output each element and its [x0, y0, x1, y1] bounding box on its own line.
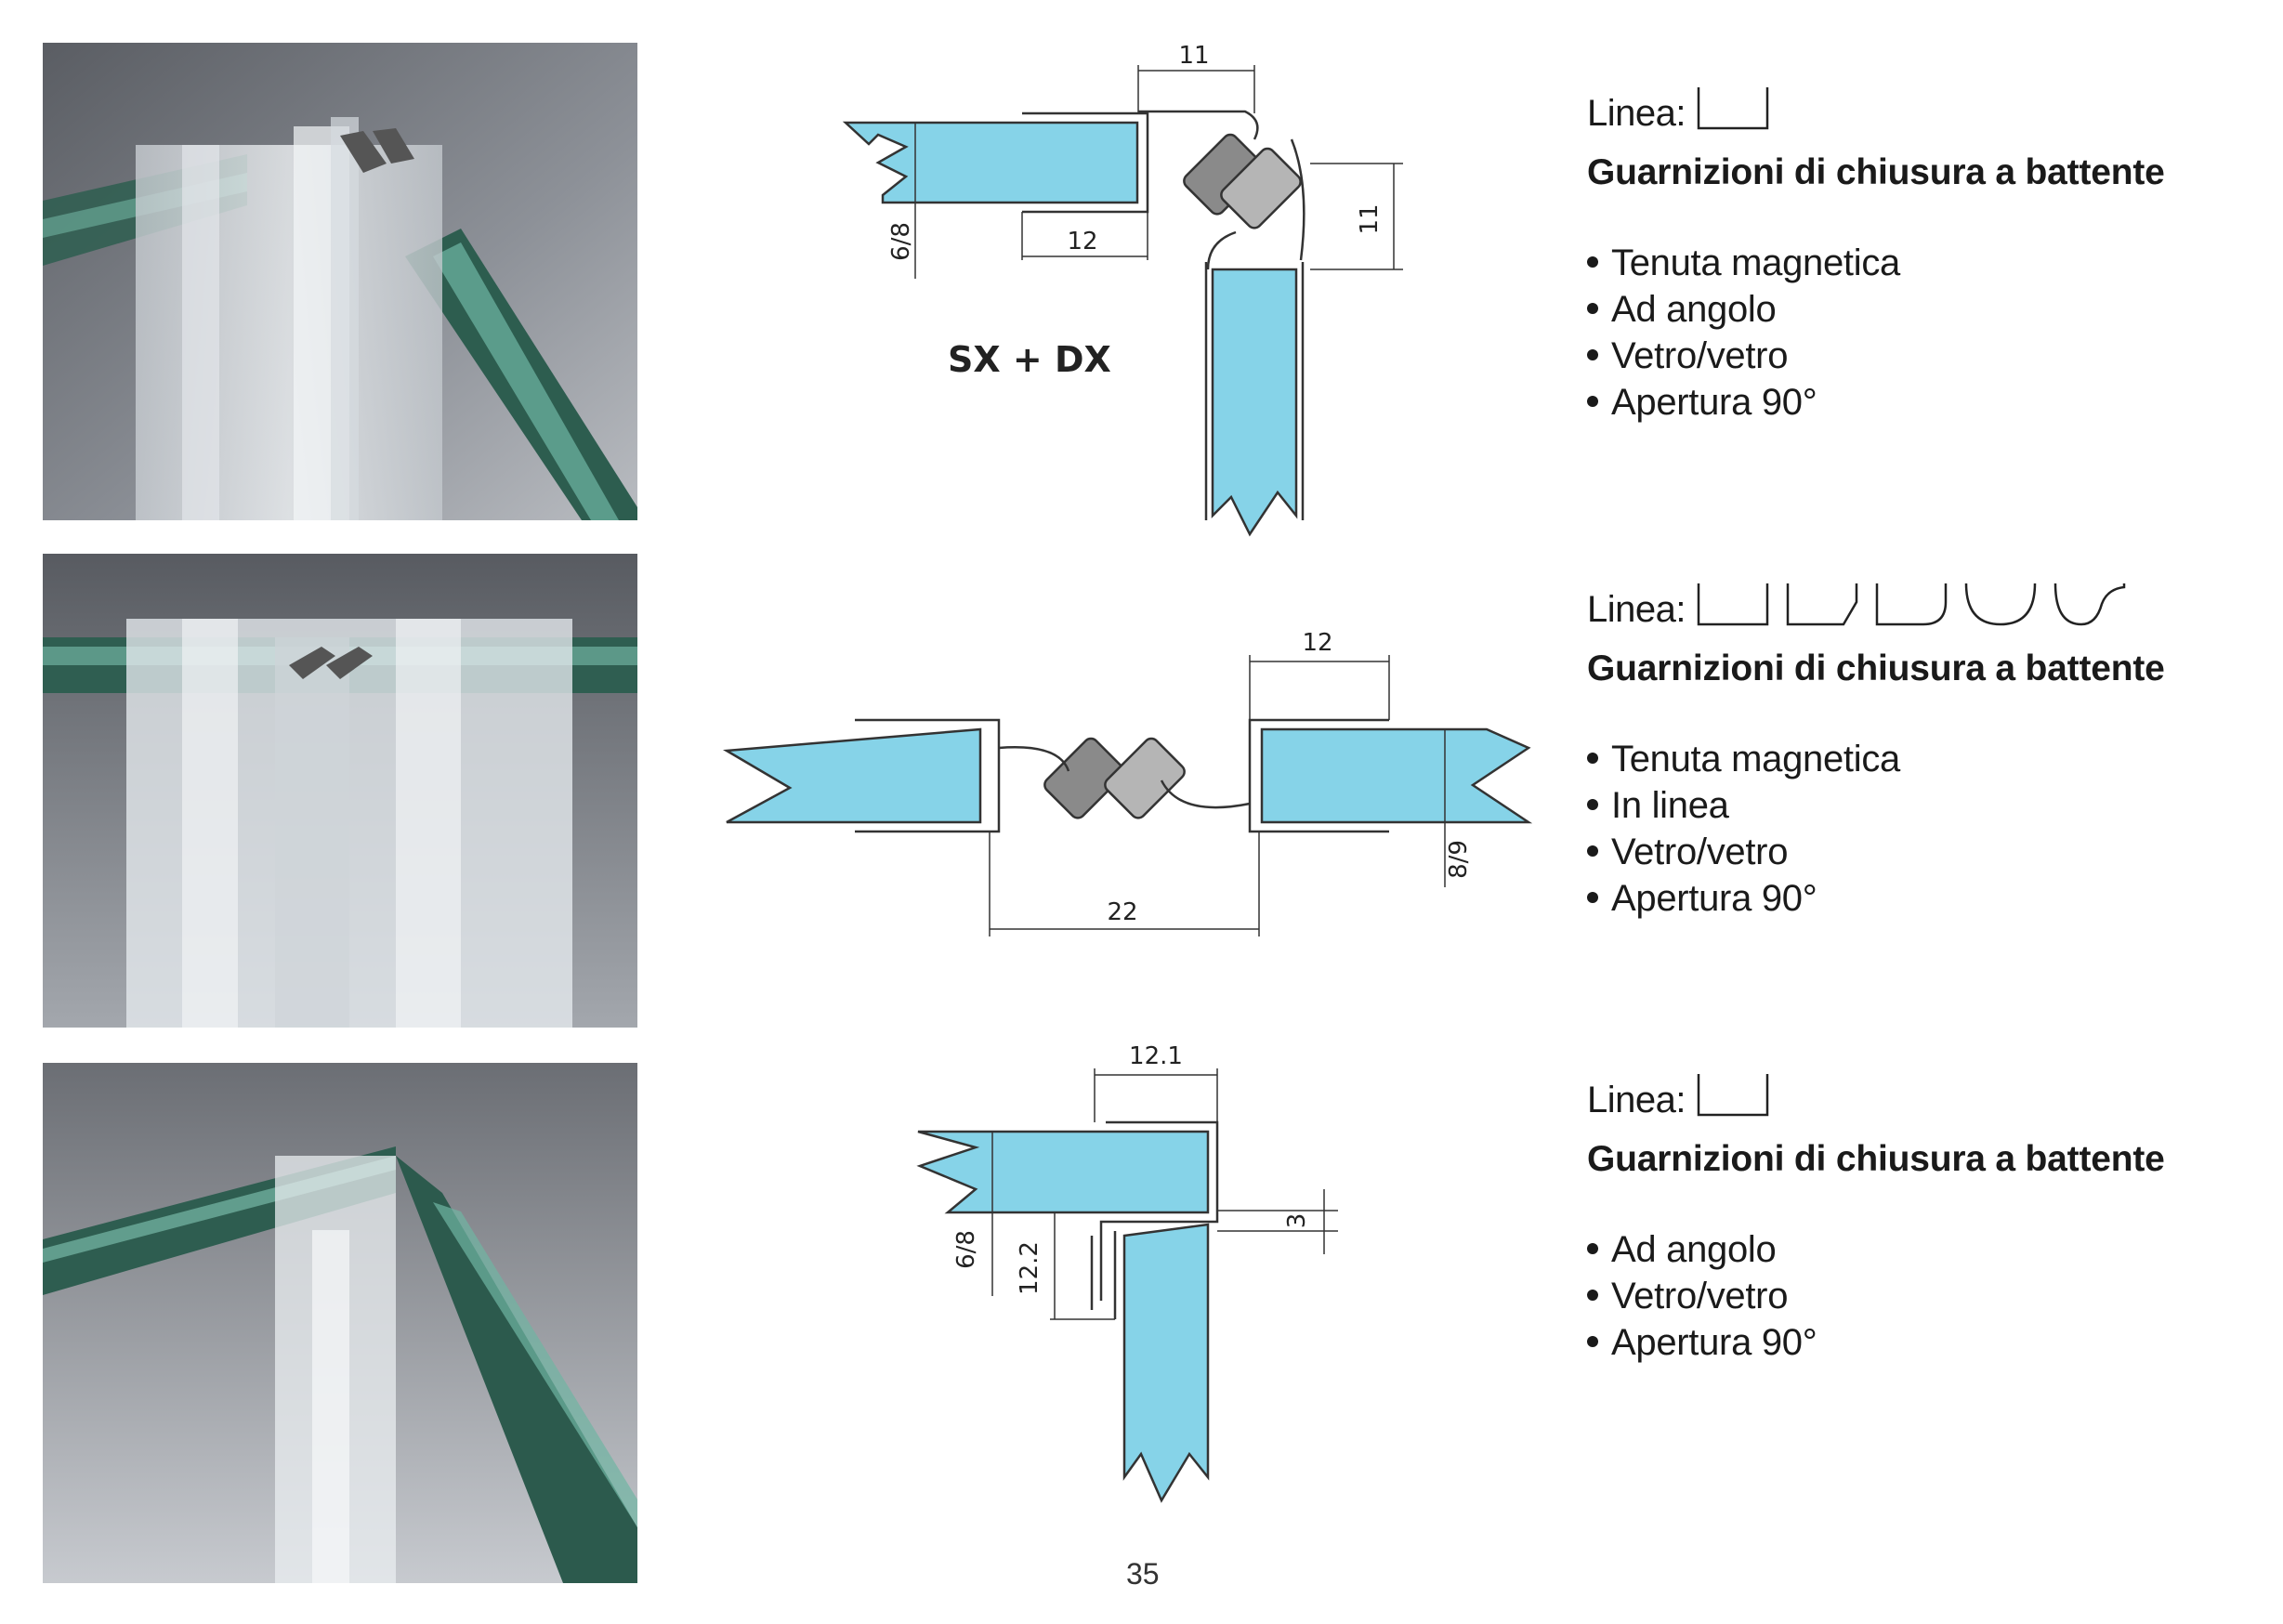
- edge-bevel-icon: [1786, 583, 1858, 626]
- dim-d1-left: 6/8: [887, 222, 915, 261]
- dim-d1-top: 11: [1178, 42, 1209, 70]
- feature-item: Vetro/vetro: [1587, 829, 2256, 875]
- feature-item: In linea: [1587, 782, 2256, 829]
- edge-profile-icons: [1697, 582, 2126, 626]
- product-photo-2: [43, 554, 637, 1028]
- feature-item: Ad angolo: [1587, 286, 2256, 333]
- linea-label: Linea:: [1587, 1080, 1686, 1120]
- dim-d3-inner: 12.2: [1016, 1241, 1043, 1295]
- edge-half-round-icon: [1964, 583, 2037, 626]
- product-photo-1: [43, 43, 637, 520]
- info-block-2: Linea: Guarnizioni di chiusura a battent…: [1587, 582, 2256, 922]
- linea-label: Linea:: [1587, 589, 1686, 630]
- bullet-icon: [1587, 892, 1598, 904]
- feature-item: Vetro/vetro: [1587, 333, 2256, 379]
- feature-item: Tenuta magnetica: [1587, 240, 2256, 286]
- drawing-inline-magnetic: [722, 655, 1533, 936]
- bullet-icon: [1587, 1243, 1598, 1255]
- section-title: Guarnizioni di chiusura a battente: [1587, 648, 2165, 688]
- bullet-icon: [1587, 1336, 1598, 1348]
- bullet-icon: [1587, 396, 1598, 408]
- dim-d2-right: 8/9: [1445, 840, 1473, 879]
- feature-item: Apertura 90°: [1587, 1319, 2256, 1366]
- feature-item: Apertura 90°: [1587, 379, 2256, 426]
- dim-d3-top: 12.1: [1129, 1042, 1183, 1070]
- edge-rounded-corner-icon: [1875, 583, 1948, 626]
- bullet-icon: [1587, 845, 1598, 858]
- bullet-icon: [1587, 799, 1598, 811]
- section-title: Guarnizioni di chiusura a battente: [1587, 152, 2165, 192]
- feature-item: Apertura 90°: [1587, 875, 2256, 922]
- bullet-icon: [1587, 1290, 1598, 1302]
- edge-ogee-icon: [2053, 583, 2126, 626]
- bullet-icon: [1587, 753, 1598, 765]
- edge-profile-icons: [1697, 85, 1769, 130]
- feature-list: Ad angolo Vetro/vetro Apertura 90°: [1587, 1226, 2256, 1366]
- linea-row: Linea:: [1587, 85, 2256, 145]
- section-title: Guarnizioni di chiusura a battente: [1587, 1139, 2165, 1179]
- bullet-icon: [1587, 349, 1598, 361]
- linea-row: Linea:: [1587, 1072, 2256, 1132]
- dim-d2-bottom: 22: [1107, 898, 1137, 926]
- dim-d2-top: 12: [1302, 629, 1332, 657]
- edge-flat-icon: [1697, 1074, 1769, 1117]
- info-block-1: Linea: Guarnizioni di chiusura a battent…: [1587, 85, 2256, 426]
- drawing-corner-magnetic: [842, 65, 1403, 537]
- bullet-icon: [1587, 303, 1598, 315]
- dim-d1-right: 11: [1356, 203, 1384, 234]
- dim-d1-bottom: 12: [1067, 228, 1097, 255]
- edge-flat-icon: [1697, 583, 1769, 626]
- linea-label: Linea:: [1587, 93, 1686, 134]
- edge-flat-icon: [1697, 87, 1769, 130]
- caption-sx-dx: SX + DX: [948, 339, 1111, 380]
- feature-item: Tenuta magnetica: [1587, 736, 2256, 782]
- bullet-icon: [1587, 256, 1598, 268]
- dim-d3-left: 6/8: [952, 1230, 980, 1269]
- product-photo-3: [43, 1063, 637, 1583]
- info-block-3: Linea: Guarnizioni di chiusura a battent…: [1587, 1072, 2256, 1366]
- linea-row: Linea:: [1587, 582, 2256, 641]
- feature-list: Tenuta magnetica In linea Vetro/vetro Ap…: [1587, 736, 2256, 922]
- drawing-corner-seal: [916, 1068, 1338, 1503]
- page-number: 35: [1126, 1557, 1160, 1591]
- dim-d3-right: 3: [1283, 1213, 1311, 1229]
- feature-list: Tenuta magnetica Ad angolo Vetro/vetro A…: [1587, 240, 2256, 426]
- feature-item: Ad angolo: [1587, 1226, 2256, 1273]
- edge-profile-icons: [1697, 1072, 1769, 1117]
- feature-item: Vetro/vetro: [1587, 1273, 2256, 1319]
